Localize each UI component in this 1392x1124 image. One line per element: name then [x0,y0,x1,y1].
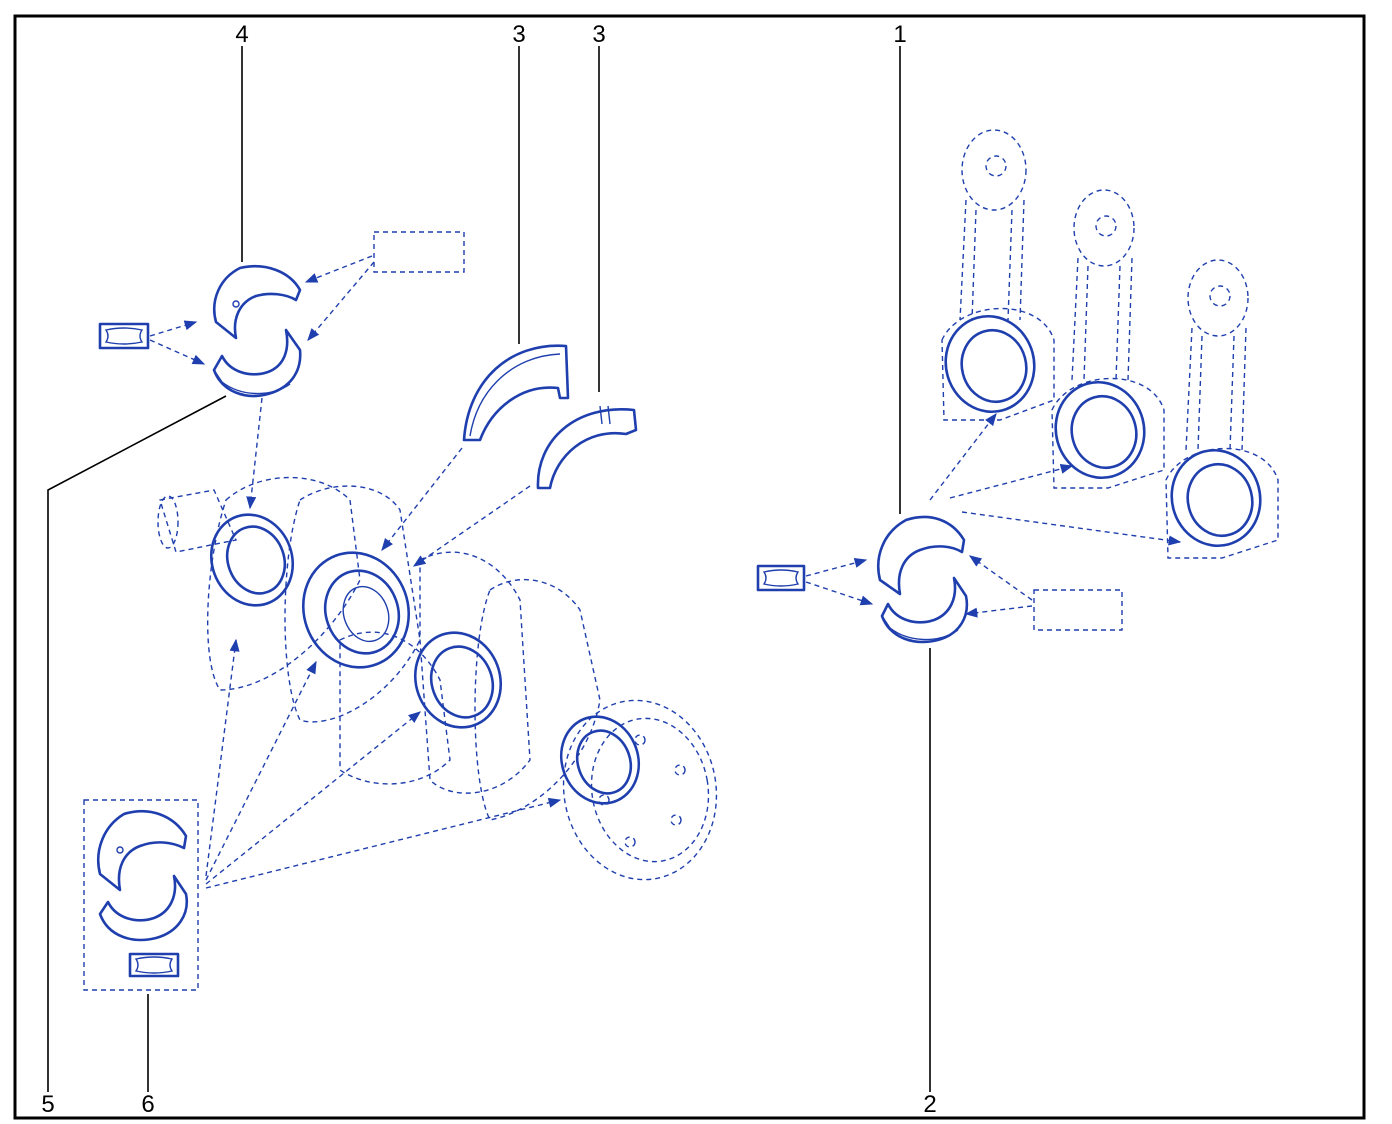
arrow [205,711,421,885]
grade-mark-icon [128,952,180,978]
rod-bearing-shell-set-icon [877,515,969,644]
arrow [307,261,375,341]
arrow [805,581,874,606]
arrow [304,255,373,283]
arrow [205,638,240,877]
arrow [149,339,206,365]
arrow [968,555,1033,601]
callout-3-right: 3 [592,21,605,48]
connecting-rod-icon [1051,189,1165,489]
main-bearing-shell-set-icon [97,809,189,942]
main-bearing-icon [413,631,503,729]
main-bearing-icon [559,715,641,805]
thrust-washer-icon [462,344,570,442]
connecting-rod-icon [1165,259,1279,559]
main-bearing-shell-set-icon [212,264,302,398]
callout-5: 5 [41,1091,54,1118]
callout-4: 4 [235,21,248,48]
grade-mark-icon [98,322,150,350]
crankshaft-icon [157,476,718,881]
main-bearing-icon [209,513,295,607]
dashed-label-box-icon [1033,589,1123,631]
arrow [246,397,263,510]
arrow [964,605,1033,618]
callout-1: 1 [893,21,906,48]
arrow [929,413,997,501]
grade-mark-icon [756,564,806,592]
drawing-frame [13,14,1366,1120]
callout-6: 6 [141,1091,154,1118]
arrow [381,447,463,551]
leader-line [47,395,227,1092]
dashed-label-box-icon [373,231,465,273]
connecting-rod-icon [941,129,1055,421]
main-bearing-icon [301,551,411,669]
arrow [205,660,317,881]
thrust-washer-icon [536,405,638,490]
callout-3-left: 3 [512,21,525,48]
arrow [205,797,562,889]
arrow [805,558,868,577]
dashed-group-box [83,799,199,991]
arrow [961,511,1182,546]
arrow [149,320,198,337]
arrow [949,464,1074,499]
callout-2: 2 [923,1091,936,1118]
arrow [412,485,531,567]
